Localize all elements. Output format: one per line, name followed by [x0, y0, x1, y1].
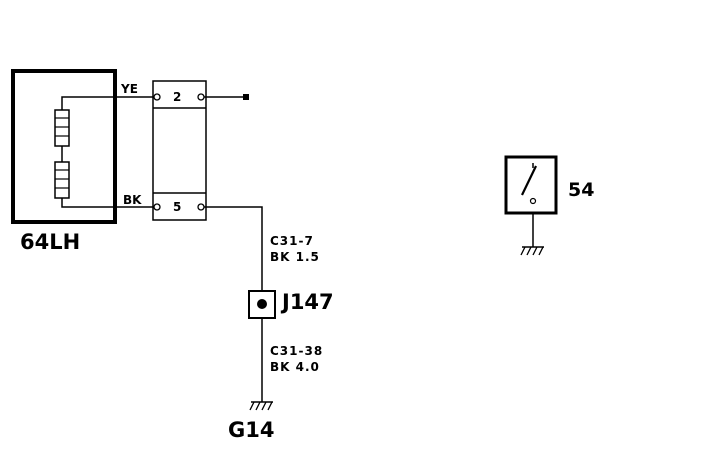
switch-housing: [504, 155, 558, 215]
lamp-filament-upper-icon: [54, 109, 70, 147]
wire-c31-7[interactable]: [204, 206, 263, 291]
ground-ref-label: G14: [228, 418, 274, 442]
lamp-housing: [11, 69, 117, 224]
switch-ground-icon: [520, 246, 544, 256]
ground-g14-icon: [249, 401, 273, 411]
lamp-ref-label: 64LH: [20, 230, 80, 254]
lamp-filament-lower-icon: [54, 161, 70, 199]
wire-c31-7-circuit: C31-7: [270, 234, 314, 248]
lamp-feed-wire: [61, 96, 153, 110]
pin-5-right-icon: [197, 203, 205, 211]
pin-2-left-icon: [153, 93, 161, 101]
wire-c31-38-spec: BK 4.0: [270, 360, 320, 374]
pin-5-label: 5: [173, 200, 181, 214]
switch-ref-label: 54: [568, 179, 594, 201]
switch-contact-icon: [521, 165, 537, 196]
pin-2-right-icon: [197, 93, 205, 101]
pin-5-left-icon: [153, 203, 161, 211]
connector-block[interactable]: [152, 80, 207, 221]
lamp-64lh[interactable]: [11, 69, 153, 224]
splice-dot-icon: [257, 299, 267, 309]
splice-j147[interactable]: [248, 290, 276, 319]
wire-c31-38-circuit: C31-38: [270, 344, 323, 358]
wire-c31-7-spec: BK 1.5: [270, 250, 320, 264]
lamp-return-wire: [61, 198, 153, 208]
connector-body: [152, 80, 207, 221]
splice-ref-label: J147: [280, 290, 334, 314]
stub-terminal-icon: [243, 94, 249, 100]
pin-2-label: 2: [173, 90, 181, 104]
wire-color-top: YE: [120, 82, 138, 96]
wire-color-bottom: BK: [123, 193, 142, 207]
switch-terminal-icon: [529, 197, 537, 205]
switch-54[interactable]: [504, 155, 558, 247]
